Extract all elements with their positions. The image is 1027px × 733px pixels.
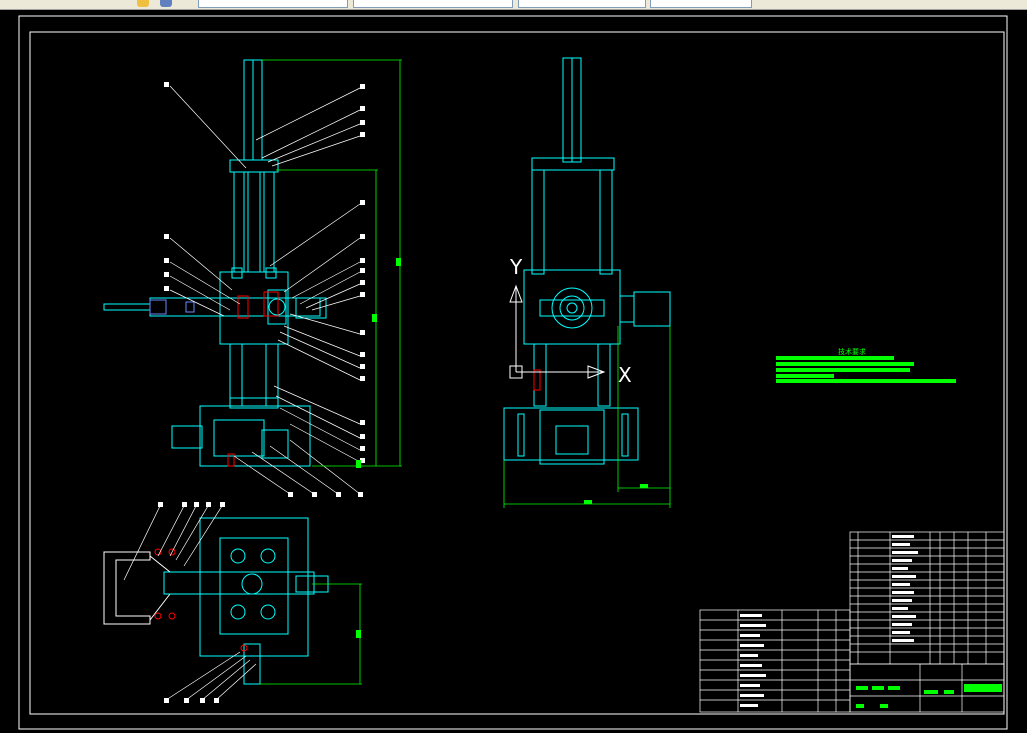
top-view-gripper xyxy=(103,551,171,625)
outer-frame xyxy=(18,15,1008,730)
layer-icon[interactable] xyxy=(137,0,149,7)
top-view xyxy=(163,517,329,685)
drawing-canvas[interactable]: Y X xyxy=(0,10,1027,733)
front-view-balloons xyxy=(164,82,365,497)
top-view-markers xyxy=(154,548,248,652)
side-view-dim-text xyxy=(584,484,648,504)
side-view-markers xyxy=(533,369,541,391)
top-view-dim-text xyxy=(356,630,361,638)
cad-drawing: Y X xyxy=(18,15,1008,730)
axis-y-label: Y xyxy=(509,255,523,279)
parts-list-text xyxy=(740,535,918,707)
color-dropdown[interactable] xyxy=(353,0,513,8)
side-view xyxy=(503,57,671,465)
front-view-dimensions xyxy=(262,59,402,467)
tech-notes xyxy=(776,356,956,383)
lineweight-dropdown[interactable] xyxy=(650,0,752,8)
side-view-dimensions xyxy=(503,326,671,508)
layer-dropdown[interactable] xyxy=(198,0,348,8)
front-view-accent xyxy=(149,299,195,315)
top-view-leaders xyxy=(123,505,257,701)
top-view-balloons xyxy=(158,502,225,703)
layer-state-icon[interactable] xyxy=(160,0,172,7)
front-view-dim-text xyxy=(356,258,401,468)
front-view-markers xyxy=(227,291,279,467)
front-view xyxy=(103,59,327,467)
parts-list xyxy=(699,531,1005,713)
linetype-dropdown[interactable] xyxy=(518,0,646,8)
tech-notes-title: 技术要求 xyxy=(838,347,866,356)
cad-toolbar xyxy=(0,0,1027,10)
axis-x-label: X xyxy=(618,363,632,387)
axis-indicator xyxy=(509,284,606,379)
inner-frame xyxy=(29,31,1005,715)
title-block-highlights xyxy=(856,684,1002,708)
front-view-leaders xyxy=(169,85,361,495)
